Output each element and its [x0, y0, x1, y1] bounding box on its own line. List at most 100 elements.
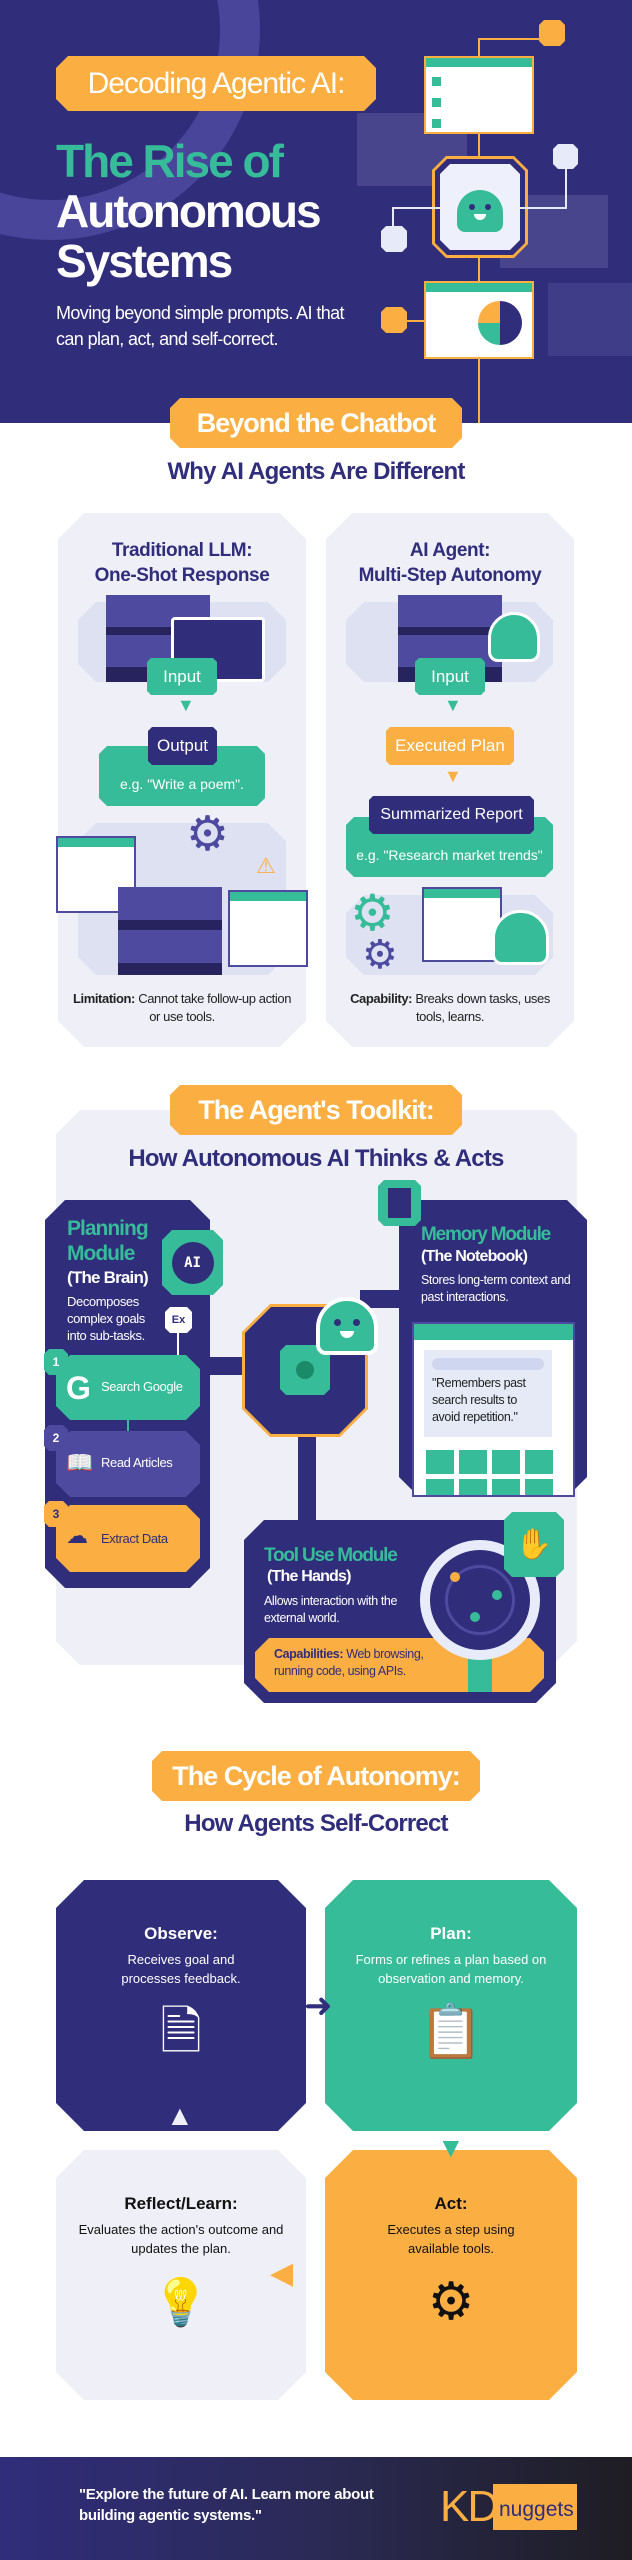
flow-executed-plan: Executed Plan	[386, 727, 514, 765]
server-icon	[118, 887, 222, 975]
example-text: e.g. "Write a poem".	[119, 776, 245, 792]
arrow-down-icon: ▼	[444, 766, 462, 786]
connector-line	[392, 207, 440, 209]
memory-alias: (The Notebook)	[421, 1248, 528, 1265]
node-icon	[553, 144, 578, 169]
cycle-step-desc: Forms or refines a plan based on observa…	[355, 1952, 547, 1986]
clipboard-checklist-icon: 📋	[418, 2003, 484, 2061]
connector-line	[177, 1333, 179, 1359]
card-title: AI Agent:	[409, 540, 491, 561]
cycle-step-desc: Executes a step using available tools.	[387, 2222, 515, 2256]
cloud-data-icon: ☁	[66, 1523, 88, 1548]
search-bar	[432, 1358, 544, 1370]
gear-cycle-icon: ⚙	[427, 2273, 475, 2331]
example-text: e.g. "Research market trends"	[356, 847, 543, 863]
plan-step-1	[56, 1355, 200, 1420]
connector-line	[395, 320, 425, 322]
checklist-window-icon	[424, 56, 534, 134]
connector-line	[298, 1430, 316, 1525]
document-search-icon: 🗎	[160, 2003, 202, 2061]
plan-step-3	[56, 1505, 200, 1572]
planning-desc: Decomposes complex goals into sub-tasks.	[67, 1294, 145, 1343]
memory-quote-box: "Remembers past search results to avoid …	[424, 1350, 552, 1437]
note-text: Cannot take follow-up action or use tool…	[138, 991, 292, 1024]
example-icon: Ex	[165, 1307, 192, 1333]
arrow-down-icon: ▼	[437, 2132, 465, 2163]
capability-note: Capability: Breaks down tasks, uses tool…	[340, 990, 560, 1026]
robot-icon	[492, 910, 549, 965]
cycle-step-title: Act:	[434, 2194, 468, 2213]
note-label: Limitation:	[72, 991, 135, 1006]
cycle-step-title: Plan:	[430, 1924, 472, 1943]
hero-title-line3: Systems	[56, 235, 233, 287]
document-window-icon	[228, 890, 308, 967]
arrow-down-icon: ▼	[444, 695, 462, 715]
section-subtitle: Why AI Agents Are Different	[167, 458, 465, 485]
magnifier-handle	[468, 1655, 492, 1692]
warning-icon: ⚠	[256, 853, 276, 878]
flow-output: Output	[148, 727, 217, 765]
card-title: One-Shot Response	[94, 565, 270, 586]
hero-title-line1: The Rise of	[56, 135, 284, 187]
flow-input: Input	[415, 658, 485, 695]
section-badge: Beyond the Chatbot	[170, 398, 462, 448]
tool-desc: Allows interaction with the external wor…	[264, 1594, 398, 1625]
robot-icon	[488, 612, 540, 662]
cycle-step-plan: Plan: Forms or refines a plan based on o…	[325, 1880, 577, 2131]
google-icon: G	[66, 1370, 91, 1406]
cycle-step-observe: Observe: Receives goal and processes fee…	[56, 1880, 306, 2131]
kicker-badge: Decoding Agentic AI:	[56, 56, 376, 111]
hero-banner: Decoding Agentic AI: The Rise of Autonom…	[0, 0, 632, 423]
cycle-step-title: Reflect/Learn:	[124, 2194, 238, 2213]
connector-line	[392, 207, 394, 229]
capabilities-value: Web browsing, running code, using APIs.	[274, 1647, 424, 1678]
robot-icon	[457, 190, 503, 232]
capabilities-text: Capabilities: Web browsing, running code…	[274, 1646, 454, 1680]
step-number: 2	[44, 1425, 68, 1451]
gear-icon: ⚙	[362, 933, 398, 977]
ai-brain-label: AI	[172, 1242, 214, 1284]
section-subtitle: How Agents Self-Correct	[184, 1810, 448, 1837]
node-icon	[381, 226, 407, 252]
cycle-step-desc: Receives goal and processes feedback.	[121, 1952, 241, 1986]
limitation-note: Limitation: Cannot take follow-up action…	[70, 990, 294, 1026]
note-text: Breaks down tasks, uses tools, learns.	[415, 991, 550, 1024]
folder-grid	[426, 1450, 553, 1495]
note-label: Capability:	[350, 991, 413, 1006]
memory-desc: Stores long-term context and past intera…	[421, 1273, 571, 1304]
checklist-window-icon	[422, 887, 502, 962]
planning-alias: (The Brain)	[67, 1268, 149, 1287]
memory-title: Memory Module	[421, 1224, 551, 1245]
logo-nuggets: nuggets	[493, 2484, 577, 2530]
footer-quote: "Explore the future of AI. Learn more ab…	[79, 2486, 374, 2524]
logo-kd: KD	[440, 2482, 499, 2531]
gear-icon: ⚙	[186, 808, 230, 861]
plan-step-2	[56, 1431, 200, 1497]
arrow-right-icon: ➜	[304, 1987, 333, 2025]
step-label: Search Google	[101, 1379, 183, 1394]
ai-brain-icon: AI	[162, 1230, 223, 1295]
capabilities-label: Capabilities:	[274, 1647, 344, 1661]
arrow-down-icon: ▼	[177, 695, 195, 715]
arrow-up-icon: ▲	[166, 2100, 194, 2131]
section-badge: The Cycle of Autonomy:	[152, 1751, 480, 1801]
planning-title-line1: Planning	[67, 1217, 149, 1240]
cycle-step-title: Observe:	[144, 1924, 218, 1943]
tool-alias: (The Hands)	[267, 1568, 351, 1585]
hero-title-line2: Autonomous	[56, 185, 322, 237]
magnifier-globe-icon	[420, 1540, 540, 1660]
planning-title-line2: Module	[67, 1242, 135, 1265]
cycle-step-act: Act: Executes a step using available too…	[325, 2150, 577, 2400]
robot-hand-icon: ✋	[504, 1512, 564, 1577]
connector-line	[565, 165, 567, 209]
memory-quote: "Remembers past search results to avoid …	[432, 1376, 526, 1424]
ghost-window	[548, 283, 632, 356]
connector-line	[478, 38, 540, 40]
gear-check-icon: ⚙	[350, 885, 395, 941]
tool-title: Tool Use Module	[264, 1545, 398, 1566]
section-badge: The Agent's Toolkit:	[170, 1085, 462, 1135]
section-subtitle: How Autonomous AI Thinks & Acts	[128, 1145, 504, 1172]
flow-summarized-report: Summarized Report	[369, 796, 534, 834]
kdnuggets-logo[interactable]: KD nuggets	[440, 2482, 577, 2531]
